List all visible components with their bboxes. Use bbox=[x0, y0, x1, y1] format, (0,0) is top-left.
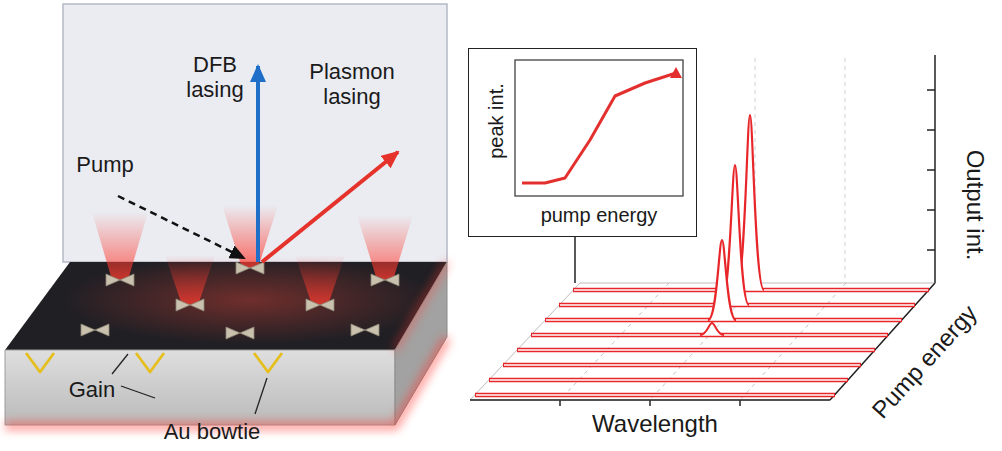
spectrum-band bbox=[475, 393, 835, 398]
leader-line bbox=[112, 354, 128, 374]
edge-glow bbox=[395, 262, 447, 350]
bowtie-section bbox=[26, 353, 54, 372]
tick bbox=[559, 400, 561, 406]
floor-grid bbox=[560, 283, 846, 400]
band-core bbox=[504, 364, 860, 365]
bowtie-half bbox=[190, 299, 204, 311]
emission-cone bbox=[222, 205, 278, 268]
edge-glow bbox=[5, 338, 447, 426]
lasing-peak bbox=[700, 323, 724, 335]
bowtie-half bbox=[120, 274, 134, 286]
inset-axes bbox=[515, 60, 683, 196]
bowtie-half bbox=[106, 274, 120, 286]
tick bbox=[927, 129, 935, 131]
plasmon-arrow bbox=[262, 152, 398, 262]
bowtie-half bbox=[226, 327, 240, 339]
bowtie-sections bbox=[26, 353, 282, 372]
tick bbox=[927, 209, 935, 211]
bowtie-half bbox=[320, 299, 334, 311]
bowtie-half bbox=[306, 299, 320, 311]
figure-label: Wavelength bbox=[592, 411, 718, 438]
bowtie-half bbox=[385, 274, 399, 286]
dfb-arrow bbox=[256, 66, 260, 262]
bowtie-half bbox=[351, 324, 365, 336]
bowtie-half bbox=[176, 299, 190, 311]
spectrum-band bbox=[517, 348, 875, 353]
axis-label: pump energy bbox=[541, 204, 658, 226]
spectrum-band bbox=[503, 363, 861, 368]
figure-label: Pump energy bbox=[867, 300, 982, 424]
band-highlights bbox=[476, 290, 928, 395]
leader-line bbox=[121, 386, 155, 398]
tick bbox=[927, 89, 935, 91]
band-core bbox=[518, 349, 874, 350]
emission-cone bbox=[92, 212, 148, 280]
emission-cone bbox=[165, 255, 215, 305]
tick bbox=[927, 249, 935, 251]
inset-ground bbox=[468, 48, 697, 237]
figure-label: DFB lasing bbox=[179, 53, 251, 102]
chart-floor bbox=[470, 283, 935, 400]
band-core bbox=[490, 379, 847, 380]
bowtie-half bbox=[371, 274, 385, 286]
tick bbox=[739, 400, 741, 406]
emission-cone bbox=[357, 215, 413, 280]
threshold-curve bbox=[522, 73, 676, 183]
bowtie-half bbox=[95, 324, 109, 336]
figure-label: Au bowtie bbox=[164, 420, 261, 445]
grid-line bbox=[740, 283, 846, 400]
leader-line bbox=[255, 378, 267, 414]
bowtie-half bbox=[81, 324, 95, 336]
bowtie-section bbox=[136, 353, 164, 372]
bowtie-half bbox=[236, 262, 250, 274]
bowtie-section bbox=[254, 353, 282, 372]
axis-label: peak int. bbox=[485, 83, 507, 159]
inset-box: peak int. pump energy bbox=[468, 48, 697, 237]
bowtie-half bbox=[365, 324, 379, 336]
tick bbox=[649, 400, 651, 406]
figure-label: Plasmon lasing bbox=[302, 60, 402, 109]
emission-cone bbox=[295, 255, 345, 305]
slab-front bbox=[5, 350, 395, 425]
band-core bbox=[476, 394, 834, 395]
pump-arrow bbox=[118, 196, 244, 258]
bowtie-array bbox=[81, 262, 399, 339]
figure-label: Output int. bbox=[962, 150, 989, 261]
wavelength-axis bbox=[470, 399, 830, 401]
figure-label: Gain bbox=[69, 378, 115, 403]
wall-edge bbox=[574, 237, 576, 283]
output-axis bbox=[934, 55, 936, 283]
bowtie-half bbox=[250, 262, 264, 274]
curve-marker bbox=[670, 67, 682, 78]
grid-line bbox=[560, 283, 669, 400]
lasing-peak bbox=[708, 240, 736, 320]
wall-grid bbox=[755, 58, 845, 283]
spectrum-band bbox=[489, 378, 848, 383]
bowtie-half bbox=[240, 327, 254, 339]
grid-line bbox=[845, 58, 846, 283]
figure-label: Pump bbox=[76, 153, 133, 178]
tick bbox=[927, 169, 935, 171]
